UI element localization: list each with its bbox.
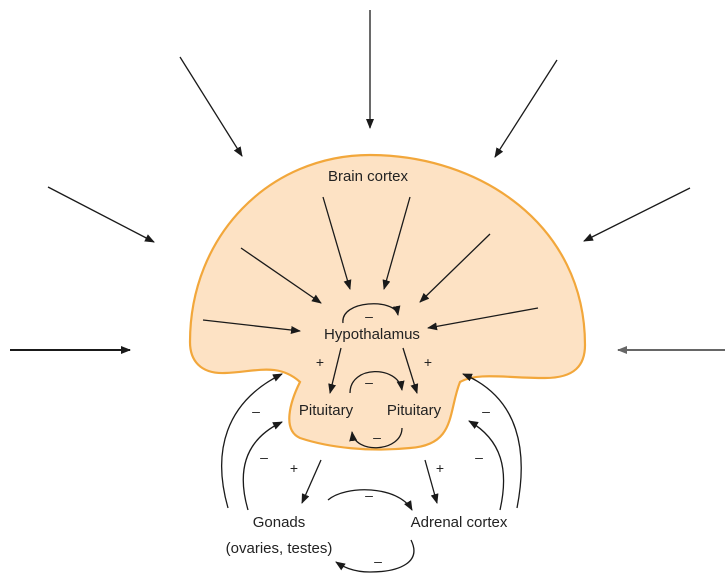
label-adrenal-cortex: Adrenal cortex <box>411 514 508 531</box>
label-brain-cortex: Brain cortex <box>328 168 409 185</box>
minus-sign: – <box>365 487 373 503</box>
label-gonads: Gonads <box>253 514 306 531</box>
minus-sign: – <box>260 449 268 465</box>
minus-sign: – <box>365 374 373 390</box>
minus-sign: – <box>373 429 381 445</box>
external-input-arrow <box>495 60 557 157</box>
negative-feedback-arrow <box>469 421 504 510</box>
external-input-arrow <box>584 188 690 241</box>
minus-sign: – <box>482 403 490 419</box>
negative-feedback-arrow <box>243 422 282 510</box>
label-gonads-detail: (ovaries, testes) <box>226 540 333 557</box>
minus-sign: – <box>374 553 382 569</box>
plus-sign: + <box>436 460 444 476</box>
label-pituitary-left: Pituitary <box>299 402 354 419</box>
plus-sign: + <box>316 354 324 370</box>
label-pituitary-right: Pituitary <box>387 402 442 419</box>
minus-sign: – <box>252 403 260 419</box>
minus-sign: – <box>365 308 373 324</box>
plus-sign: + <box>290 460 298 476</box>
stimulation-arrow <box>302 460 321 503</box>
label-hypothalamus: Hypothalamus <box>324 326 420 343</box>
external-input-arrow <box>180 57 242 156</box>
plus-sign: + <box>424 354 432 370</box>
minus-sign: – <box>475 449 483 465</box>
negative-feedback-arrow <box>222 374 282 508</box>
external-input-arrow <box>48 187 154 242</box>
